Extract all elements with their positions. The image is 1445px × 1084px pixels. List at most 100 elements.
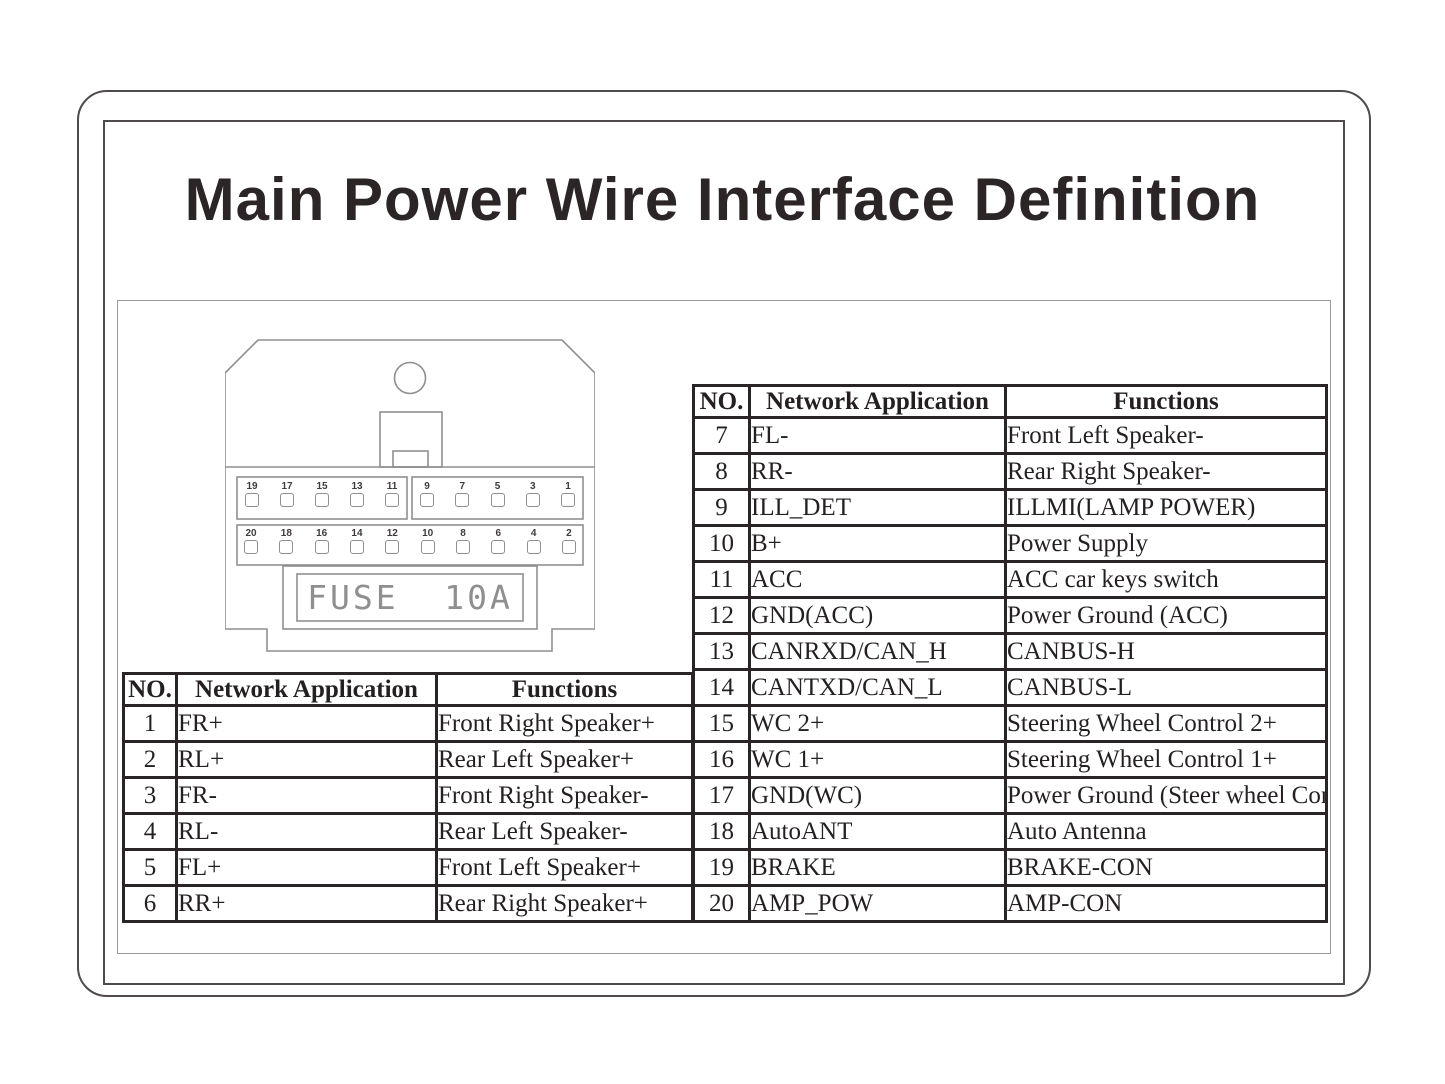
cell-func: Front Right Speaker+ (435, 704, 694, 743)
pin-contact-icon (385, 493, 399, 507)
pin-7: 7 (450, 482, 474, 516)
pin-contact-icon (244, 540, 258, 554)
pin-11: 11 (380, 482, 404, 516)
pin-contact-icon (420, 493, 434, 507)
cell-no: 2 (122, 740, 178, 779)
cell-app: ILL_DET (748, 488, 1007, 527)
pin-number: 18 (280, 528, 292, 539)
page-title: Main Power Wire Interface Definition (184, 166, 1261, 233)
cell-no: 15 (692, 704, 751, 743)
table-row: 4 RL- Rear Left Speaker- (122, 812, 694, 851)
cell-func: Rear Left Speaker+ (435, 740, 694, 779)
pin-contact-icon (561, 540, 576, 554)
inner-frame (103, 120, 1345, 985)
table-header-row: NO. Network Application Functions (122, 672, 694, 707)
cell-no: 20 (692, 884, 751, 923)
cell-app: RR- (748, 452, 1007, 491)
pin-contact-icon (455, 493, 470, 507)
pin-number: 15 (316, 481, 328, 492)
cell-func: ACC car keys switch (1004, 560, 1328, 599)
pin-2: 2 (557, 529, 581, 563)
pin-12: 12 (380, 529, 404, 563)
table-row: 1 FR+ Front Right Speaker+ (122, 704, 694, 743)
cell-func: Front Left Speaker- (1004, 416, 1328, 455)
pin-6: 6 (486, 529, 510, 563)
table-header-row: NO. Network Application Functions (692, 384, 1328, 419)
cell-func: Power Ground (Steer wheel Control) (1004, 776, 1328, 815)
pin-contact-icon (526, 540, 541, 554)
pin-number: 10 (422, 528, 434, 539)
cell-no: 4 (122, 812, 178, 851)
cell-func: Rear Right Speaker+ (435, 884, 694, 923)
pin-number: 3 (529, 481, 536, 492)
pin-contact-icon (280, 493, 294, 507)
pin-number: 17 (281, 481, 293, 492)
outer-rounded-frame (77, 90, 1371, 997)
header-network-application: Network Application (175, 672, 438, 707)
table-row: 5 FL+ Front Left Speaker+ (122, 848, 694, 887)
cell-func: Rear Right Speaker- (1004, 452, 1328, 491)
pin-14: 14 (345, 529, 369, 563)
pin-number: 5 (494, 481, 501, 492)
connector-diagram (225, 339, 595, 652)
cell-func: BRAKE-CON (1004, 848, 1328, 887)
pin-contact-icon (420, 540, 435, 554)
cell-func: Front Right Speaker- (435, 776, 694, 815)
mounting-hole-icon (393, 361, 427, 395)
cell-func: Power Supply (1004, 524, 1328, 563)
fuse-rating-label: FUSE 10A (307, 578, 513, 617)
pin-number: 14 (351, 528, 363, 539)
cell-no: 17 (692, 776, 751, 815)
pin-box-top-left (236, 476, 408, 520)
fuse-box-inner (296, 573, 524, 622)
cell-app: FL+ (175, 848, 438, 887)
table-row: 9 ILL_DET ILLMI(LAMP POWER) (692, 488, 1328, 527)
pin-row-bottom: 20 18 16 14 12 10 8 6 4 2 (239, 529, 581, 563)
pin-19: 19 (240, 482, 264, 516)
cell-no: 1 (122, 704, 178, 743)
header-network-application: Network Application (748, 384, 1007, 419)
cell-func: Steering Wheel Control 1+ (1004, 740, 1328, 779)
pin-number: 11 (386, 481, 398, 492)
pin-number: 19 (246, 481, 258, 492)
cell-func: CANBUS-H (1004, 632, 1328, 671)
pin-number: 16 (316, 528, 328, 539)
pin-number: 1 (565, 481, 571, 492)
table-row: 17 GND(WC) Power Ground (Steer wheel Con… (692, 776, 1328, 815)
key-tab (379, 411, 443, 468)
pin-9: 9 (415, 482, 439, 516)
key-tab-notch (392, 450, 429, 468)
pin-contact-icon (279, 540, 294, 554)
pin-16: 16 (310, 529, 334, 563)
pin-8: 8 (451, 529, 475, 563)
cell-func: Rear Left Speaker- (435, 812, 694, 851)
cell-func: Steering Wheel Control 2+ (1004, 704, 1328, 743)
cell-app: FL- (748, 416, 1007, 455)
cell-app: GND(WC) (748, 776, 1007, 815)
cell-app: GND(ACC) (748, 596, 1007, 635)
cell-app: RL+ (175, 740, 438, 779)
cell-app: FR+ (175, 704, 438, 743)
pin-1: 1 (556, 482, 580, 516)
pin-contact-icon (491, 540, 506, 554)
table-row: 14 CANTXD/CAN_L CANBUS-L (692, 668, 1328, 707)
table-row: 16 WC 1+ Steering Wheel Control 1+ (692, 740, 1328, 779)
pin-contact-icon (315, 493, 329, 507)
right-pin-table: NO. Network Application Functions 7 FL- … (692, 384, 1328, 923)
cell-app: AutoANT (748, 812, 1007, 851)
pin-contact-icon (490, 493, 505, 507)
fuse-box-outer (282, 565, 538, 630)
cell-func: ILLMI(LAMP POWER) (1004, 488, 1328, 527)
pin-contact-icon (349, 540, 364, 554)
pin-contact-icon (525, 493, 540, 507)
table-row: 12 GND(ACC) Power Ground (ACC) (692, 596, 1328, 635)
pin-17: 17 (275, 482, 299, 516)
pin-number: 20 (245, 528, 257, 539)
cell-no: 11 (692, 560, 751, 599)
cell-app: WC 1+ (748, 740, 1007, 779)
header-functions: Functions (435, 672, 694, 707)
cell-no: 8 (692, 452, 751, 491)
header-no: NO. (692, 384, 751, 419)
cell-no: 6 (122, 884, 178, 923)
